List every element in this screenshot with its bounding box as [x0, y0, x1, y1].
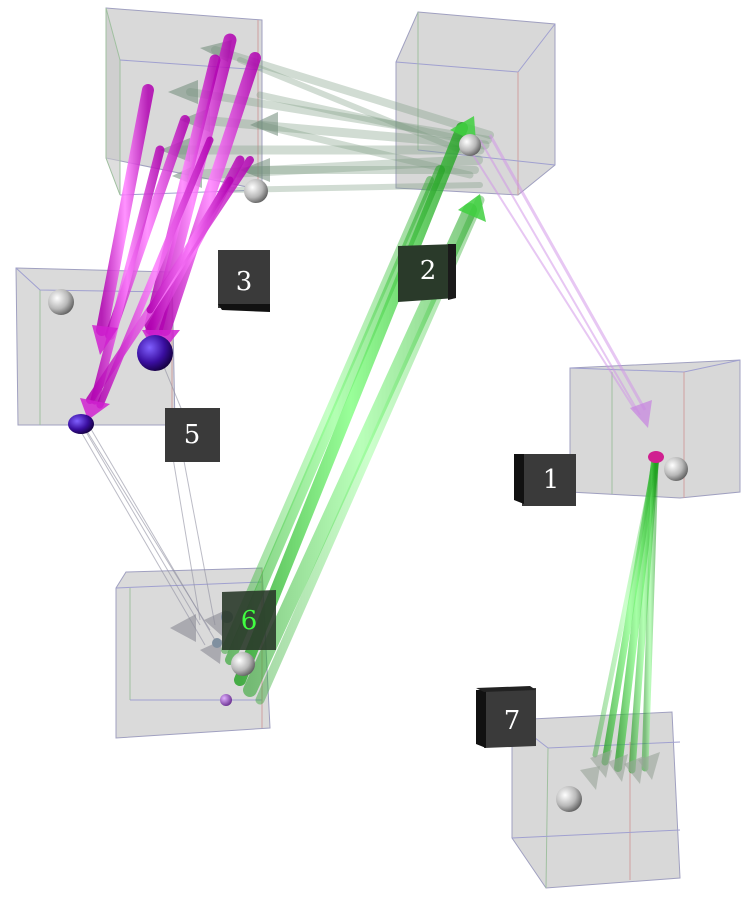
sphere-top-middle	[459, 134, 481, 156]
marker-5: 5	[165, 408, 220, 462]
sphere-left-purple-large	[137, 335, 173, 371]
marker-3-label: 3	[236, 267, 253, 297]
light-purple-arrowhead	[630, 400, 652, 428]
marker-7: 7	[476, 686, 536, 748]
marker-6: 6	[222, 590, 276, 650]
marker-5-label: 5	[184, 420, 201, 450]
light-purple-arrow-bundle	[469, 134, 647, 416]
marker-2: 2	[398, 244, 456, 302]
marker-6-label: 6	[241, 606, 258, 636]
gray-arrowheads-bottom-right	[580, 750, 660, 790]
thin-line-bundle	[79, 344, 216, 646]
sphere-top-left	[244, 179, 268, 203]
sphere-right-magenta	[648, 451, 664, 463]
sphere-left	[48, 289, 74, 315]
sphere-bottom-left	[231, 652, 255, 676]
magenta-arrow-bundle	[86, 33, 261, 409]
marker-2-label: 2	[420, 256, 437, 286]
marker-1-label: 1	[543, 465, 560, 495]
sphere-bottom-left-purple	[220, 694, 232, 706]
sphere-right	[664, 457, 688, 481]
box-top-middle	[395, 11, 556, 196]
green-arrow-bundle-right	[592, 458, 659, 774]
sphere-bottom-right	[556, 786, 582, 812]
sphere-left-purple-small	[68, 414, 94, 434]
marker-1: 1	[514, 454, 576, 506]
marker-3: 3	[218, 250, 270, 312]
marker-7-label: 7	[504, 706, 521, 736]
sphere-bottom-left-small-2	[212, 638, 222, 648]
